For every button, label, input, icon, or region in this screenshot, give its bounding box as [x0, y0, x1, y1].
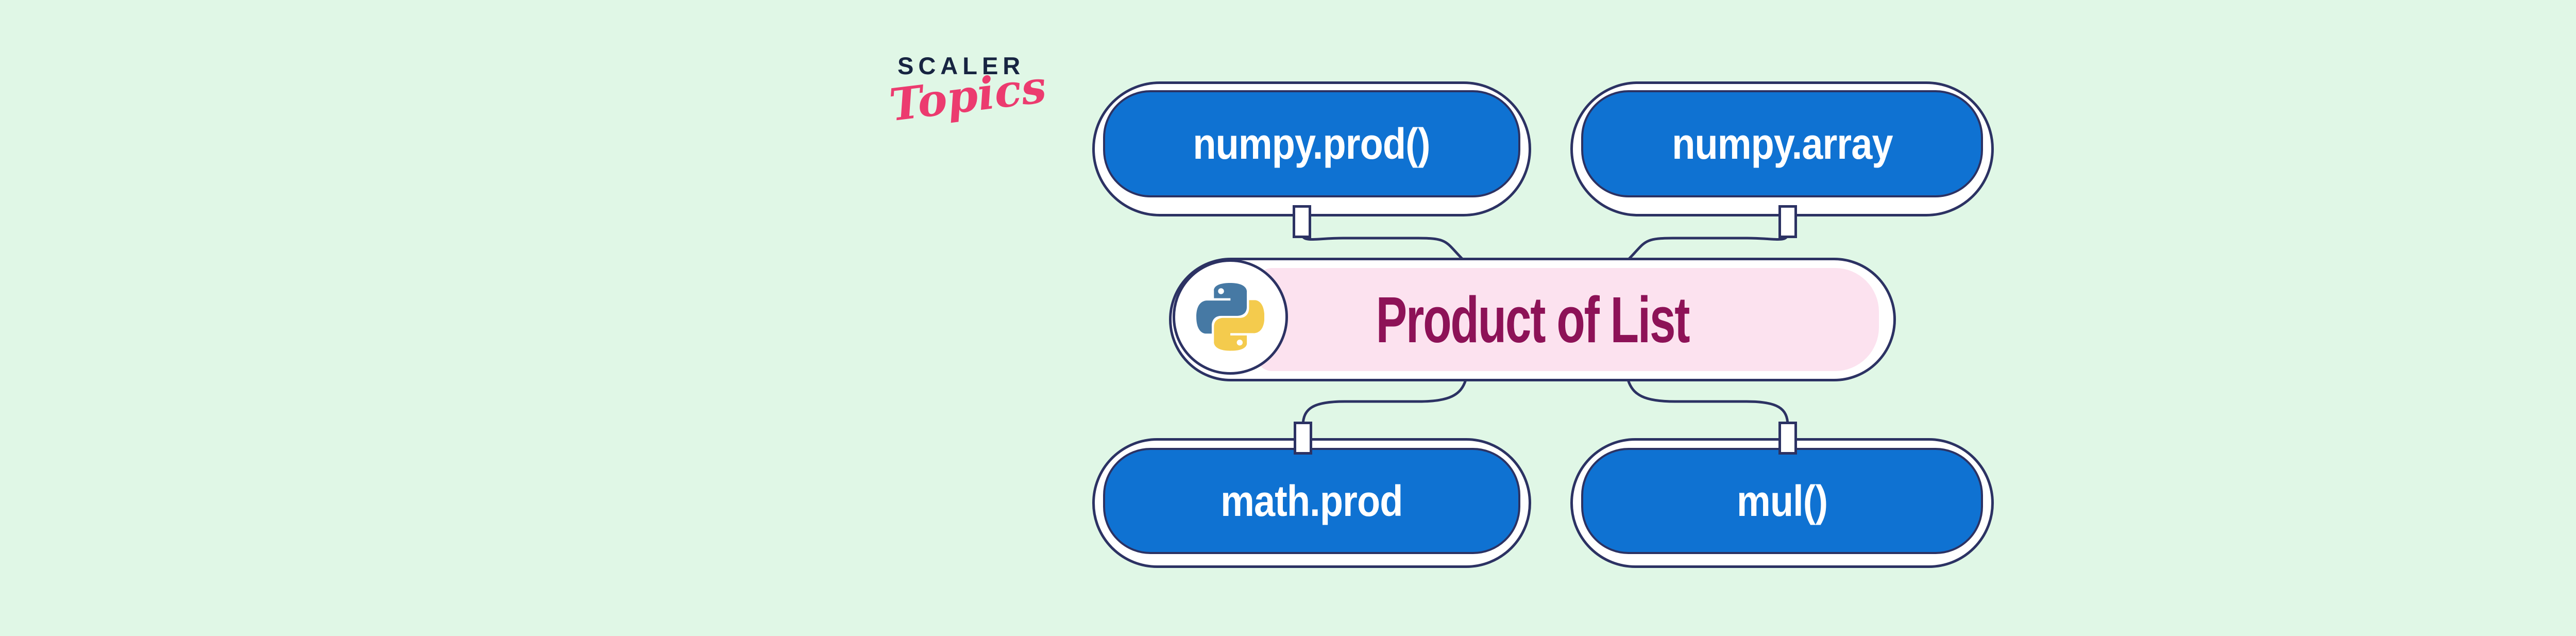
- node-label: math.prod: [1221, 476, 1403, 525]
- node-label: numpy.array: [1671, 119, 1893, 168]
- center-topic-pill: Product of List: [1169, 258, 1896, 381]
- center-topic-pink-panel: [1257, 268, 1879, 371]
- node-mul-fill: mul(): [1581, 448, 1983, 554]
- node-numpy-array: numpy.array: [1570, 81, 1994, 216]
- wire-center-to-math-prod: [1301, 379, 1467, 426]
- center-topic-title: Product of List: [1376, 283, 1690, 356]
- wire-numpy-prod-to-center: [1300, 232, 1464, 260]
- node-label: numpy.prod(): [1193, 119, 1431, 168]
- node-numpy-prod-fill: numpy.prod(): [1103, 90, 1520, 197]
- scaler-logo-wordmark: SCALER: [897, 52, 1025, 79]
- node-numpy-prod: numpy.prod(): [1092, 81, 1531, 216]
- wire-center-to-mul: [1626, 379, 1789, 426]
- scaler-topics-logo: SCALER Topics: [887, 47, 1049, 145]
- node-math-prod-fill: math.prod: [1103, 448, 1520, 554]
- connector-port: [1294, 422, 1312, 455]
- connector-port: [1778, 422, 1797, 455]
- node-mul: mul(): [1570, 438, 1994, 568]
- python-logo-badge: [1173, 259, 1288, 375]
- wire-numpy-array-to-center: [1628, 232, 1789, 260]
- connector-port: [1778, 205, 1797, 238]
- node-math-prod: math.prod: [1092, 438, 1531, 568]
- connector-port: [1293, 205, 1311, 238]
- python-logo-icon: [1196, 283, 1264, 351]
- node-label: mul(): [1736, 476, 1828, 525]
- node-numpy-array-fill: numpy.array: [1581, 90, 1983, 197]
